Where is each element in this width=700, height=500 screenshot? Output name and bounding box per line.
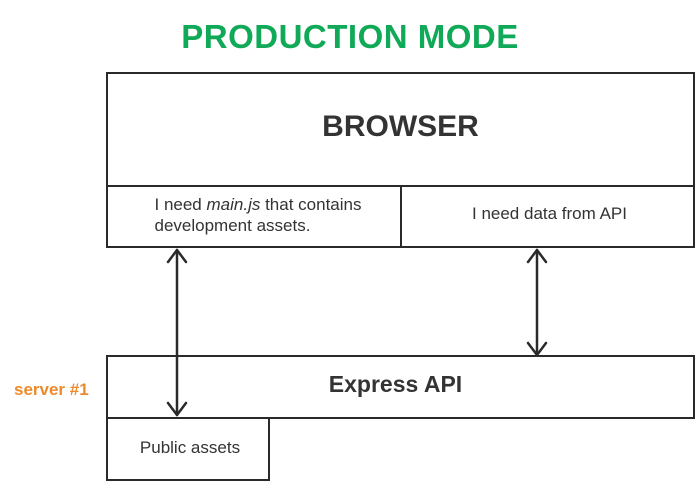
server-label: server #1 (14, 380, 89, 399)
request-line-2: development assets. (154, 215, 311, 235)
api-data-request-text: I need data from API (472, 204, 627, 223)
request-suffix: that contains (260, 194, 362, 214)
browser-label: BROWSER (322, 109, 479, 143)
public-assets-box: Public assets (106, 417, 270, 481)
express-api-box: Express API (106, 355, 695, 419)
main-js-filename: main.js (206, 194, 261, 214)
public-assets-label: Public assets (139, 437, 241, 457)
request-prefix: I need (154, 194, 207, 214)
express-api-label: Express API (328, 370, 463, 397)
main-js-double-arrow (166, 248, 188, 417)
main-js-request-text: I need main.js that contains development… (155, 194, 362, 236)
browser-box: BROWSER (106, 72, 695, 187)
page-title: PRODUCTION MODE (181, 18, 519, 55)
api-data-request-box: I need data from API (400, 185, 695, 248)
api-data-double-arrow (526, 248, 548, 357)
